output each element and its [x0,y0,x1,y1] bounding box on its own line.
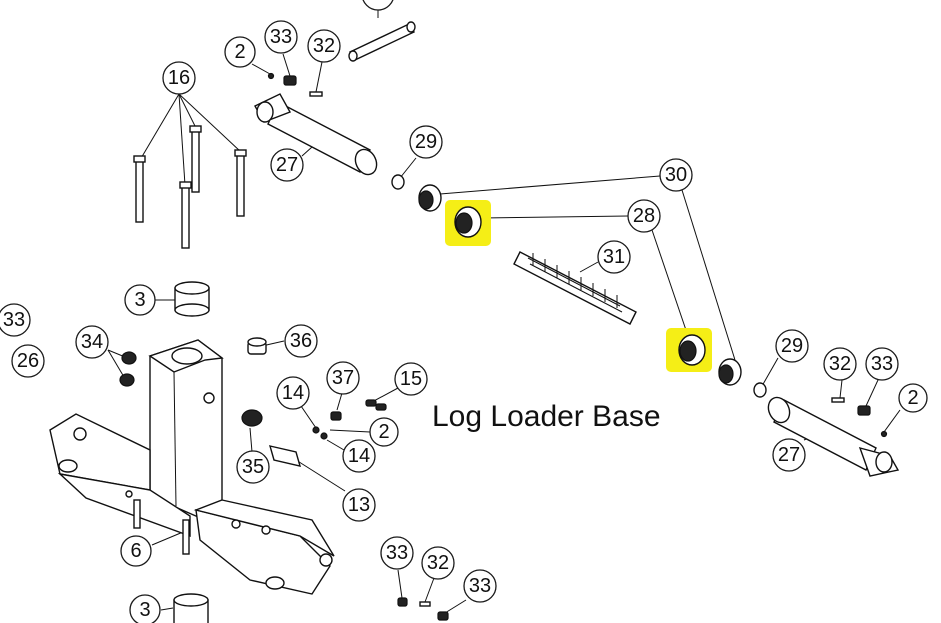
svg-text:16: 16 [168,67,190,89]
svg-text:2: 2 [378,421,389,443]
callout-31: 31 [597,240,631,274]
svg-text:27: 27 [276,154,298,176]
svg-text:27: 27 [778,444,800,466]
callout-29: 29 [409,125,443,159]
callout-35: 35 [236,450,270,484]
part-2-grease-fitting-right [880,430,888,438]
svg-text:29: 29 [781,335,803,357]
svg-text:13: 13 [348,494,370,516]
svg-text:31: 31 [603,246,625,268]
callout-32: 32 [421,546,455,580]
svg-text:26: 26 [17,350,39,372]
callout-33: 33 [0,303,31,337]
svg-text:14: 14 [282,382,304,404]
callout-33: 33 [264,20,298,54]
part-33-nut-bottom-left [397,597,408,607]
svg-text:32: 32 [313,35,335,57]
callout-3: 3 [124,284,156,316]
part-29-nut-left [391,174,405,190]
part-30-bushing-left [418,184,442,212]
svg-text:6: 6 [130,540,141,562]
svg-text:3: 3 [139,599,150,621]
callout-2: 2 [224,36,256,68]
svg-text:33: 33 [871,353,893,375]
callout-2: 2 [898,383,928,413]
svg-text:2: 2 [907,387,918,409]
part-36-cap [247,337,267,355]
part-2-grease-fitting-top [267,72,275,80]
svg-text:34: 34 [81,331,103,353]
part-32-cotter-right [831,397,845,403]
callout-28: 28 [627,199,661,233]
callout-15: 15 [394,362,428,396]
part-3-cap-lower [173,593,209,623]
part-28-bearing-right [666,328,712,372]
svg-text:37: 37 [332,367,354,389]
callout-11: 11 [362,0,394,11]
callout-33: 33 [380,536,414,570]
part-33-nut-bottom-right [437,611,449,621]
svg-text:11: 11 [368,0,389,5]
part-16-bolts [133,125,247,249]
part-31-threaded-rod [513,251,637,325]
part-30-bushing-right [718,358,742,386]
part-27-cylinder-upper [254,93,378,176]
part-35-elbow [241,409,263,427]
svg-text:14: 14 [348,445,370,467]
callout-2: 2 [369,417,399,447]
part-37-fitting [330,411,342,421]
callout-16: 16 [162,61,196,95]
callout-30: 30 [659,158,693,192]
leader-lines [107,10,901,614]
part-34-nuts [119,351,137,387]
svg-text:32: 32 [427,552,449,574]
part-32-cotter-top [309,91,323,97]
part-3-cap-upper [174,281,210,317]
callout-14: 14 [276,376,310,410]
callout-34: 34 [75,325,109,359]
callout-37: 37 [326,361,360,395]
callout-32: 32 [307,29,341,63]
part-14-washers [312,426,328,440]
svg-text:30: 30 [665,164,687,186]
part-13-pad [269,445,301,467]
svg-text:3: 3 [134,289,145,311]
svg-text:35: 35 [242,456,264,478]
svg-text:2: 2 [234,41,245,63]
part-28-bearing-left [445,200,491,246]
svg-text:33: 33 [469,575,491,597]
part-11-pin [348,21,416,62]
part-6-base-frame [49,339,335,595]
part-15-bolts [365,399,387,411]
part-27-cylinder-lower [767,396,900,477]
callout-6: 6 [120,535,152,567]
callout-32: 32 [823,347,857,381]
callout-26: 26 [11,344,45,378]
svg-text:28: 28 [633,205,655,227]
svg-text:32: 32 [829,353,851,375]
svg-text:15: 15 [400,368,422,390]
callout-14: 14 [342,439,376,473]
callout-27: 27 [772,438,806,472]
part-33-nut-top [283,75,297,86]
callout-13: 13 [342,488,376,522]
callout-29: 29 [775,329,809,363]
callout-33: 33 [463,569,497,603]
diagram-title: Log Loader Base [432,400,661,433]
callout-36: 36 [284,324,318,358]
svg-text:36: 36 [290,330,312,352]
part-33-nut-right [857,405,871,416]
part-32-cotter-bottom [419,601,431,607]
callout-33: 33 [865,347,899,381]
svg-text:33: 33 [3,309,25,331]
svg-text:29: 29 [415,131,437,153]
svg-text:33: 33 [386,542,408,564]
callout-27: 27 [270,148,304,182]
svg-text:33: 33 [270,26,292,48]
callout-3: 3 [129,594,161,623]
part-29-nut-right [753,382,767,398]
